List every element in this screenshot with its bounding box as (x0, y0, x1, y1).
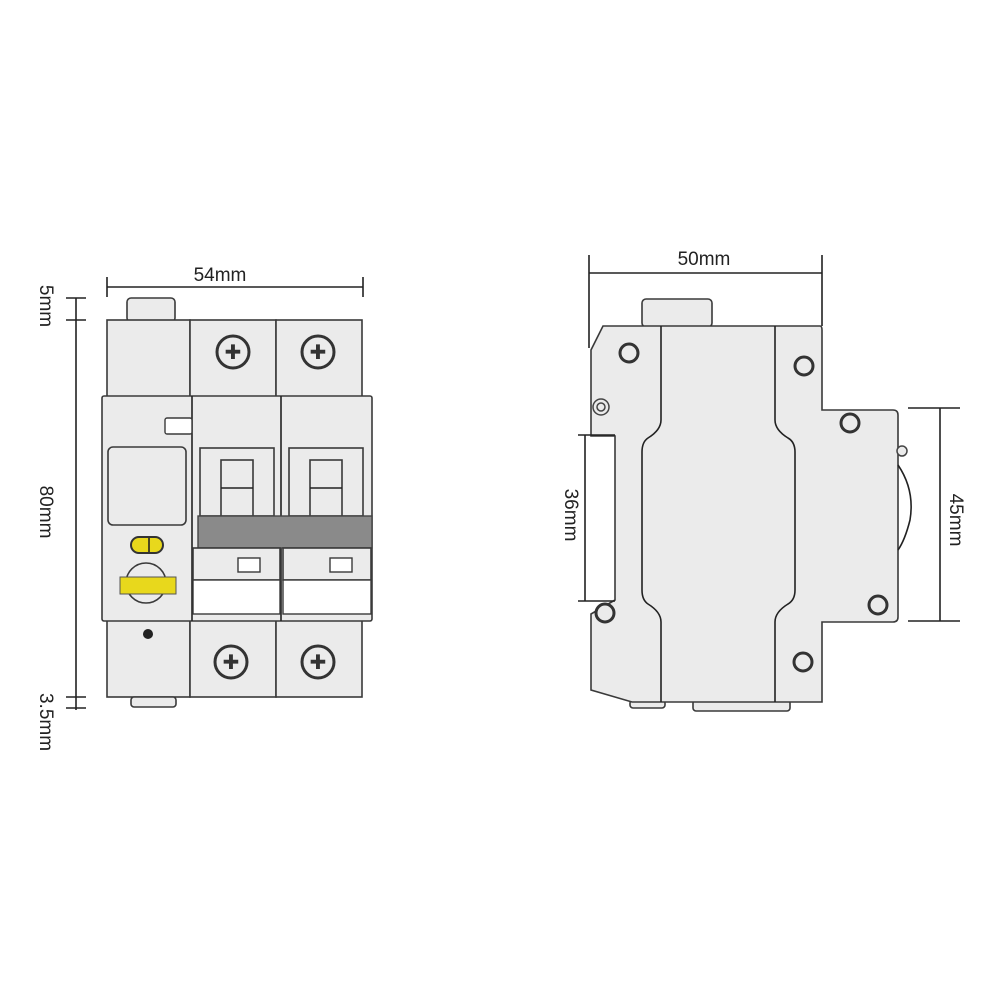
indicator-window (164, 417, 193, 435)
screw-icon: ✚ (213, 644, 249, 680)
width-dimension: 54mm (194, 265, 247, 286)
rail-dimension: 36mm (560, 489, 581, 542)
handle-1[interactable] (199, 447, 275, 517)
rivet-icon (618, 342, 640, 364)
svg-text:✚: ✚ (223, 650, 240, 674)
rivet-icon (793, 355, 815, 377)
screw-icon: ✚ (215, 334, 251, 370)
svg-text:✚: ✚ (225, 340, 242, 364)
handle-2[interactable] (288, 447, 364, 517)
handle-bar[interactable] (197, 515, 373, 549)
top-tab (126, 297, 176, 323)
depth-dimension: 50mm (678, 249, 731, 270)
rivet-icon (792, 651, 814, 673)
height-dimension: 80mm (35, 486, 56, 539)
bottom-offset-dimension: 3.5mm (35, 693, 56, 751)
top-tab (641, 298, 713, 328)
test-button-icon[interactable] (130, 536, 164, 554)
rivet-icon (867, 594, 889, 616)
rivet-icon (594, 602, 616, 624)
rivet-icon (592, 398, 610, 416)
side-view (578, 255, 960, 712)
svg-text:✚: ✚ (310, 340, 327, 364)
status-window-2 (329, 557, 353, 573)
screw-icon: ✚ (300, 334, 336, 370)
label-window (107, 446, 187, 526)
yellow-lever[interactable] (119, 576, 177, 595)
front-view: ✚ ✚ ✚ ✚ (66, 277, 373, 710)
svg-text:✚: ✚ (310, 650, 327, 674)
dot-icon (143, 629, 153, 639)
top-offset-dimension: 5mm (35, 285, 56, 327)
side-body (590, 325, 899, 703)
face-dimension: 45mm (945, 494, 966, 547)
screw-icon: ✚ (300, 644, 336, 680)
status-window-1 (237, 557, 261, 573)
rivet-icon (839, 412, 861, 434)
